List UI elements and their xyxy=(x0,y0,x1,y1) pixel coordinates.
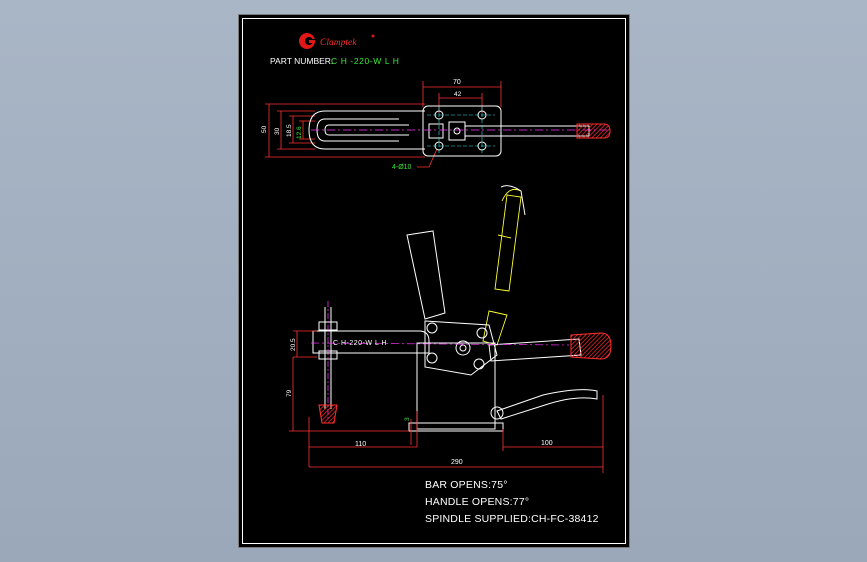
note-handle-opens: HANDLE OPENS:77° xyxy=(425,496,530,508)
dim-height-inner: 18.5 xyxy=(286,124,293,137)
logo-text: Clamptek xyxy=(320,38,357,48)
part-number-label: PART NUMBER: xyxy=(270,56,333,66)
dim-slot-width: 12.6 xyxy=(296,126,303,139)
dim-right-length: 100 xyxy=(541,440,553,447)
drawing-sheet: Clamptek PART NUMBER: C H -220-W L H xyxy=(238,14,630,548)
company-logo: Clamptek xyxy=(299,33,375,49)
dim-gap: 3 xyxy=(404,417,411,421)
spec-notes: BAR OPENS:75° HANDLE OPENS:77° SPINDLE S… xyxy=(425,477,599,528)
dim-overall-width: 70 xyxy=(453,79,461,86)
dim-hole-spacing: 42 xyxy=(454,91,462,98)
dim-height-outer: 50 xyxy=(261,125,268,133)
drawing-border xyxy=(242,18,626,544)
dim-top-height: 20.5 xyxy=(290,338,297,351)
part-number-value: C H -220-W L H xyxy=(331,56,400,66)
note-spindle: SPINDLE SUPPLIED:CH-FC-38412 xyxy=(425,513,599,525)
dim-spindle-height: 79 xyxy=(286,389,293,397)
drawing-canvas: Clamptek PART NUMBER: C H -220-W L H xyxy=(261,33,612,473)
dim-holes: 4-Ø10 xyxy=(392,164,412,171)
arm-label: C H-220-W L H xyxy=(333,340,387,347)
dim-overall-length: 290 xyxy=(451,459,463,466)
dim-left-length: 110 xyxy=(355,441,366,448)
top-view: 70 42 50 30 18.5 12.6 4-Ø10 xyxy=(261,79,611,171)
side-view: C H-220-W L H 20.5 79 3 xyxy=(286,185,612,473)
note-bar-opens: BAR OPENS:75° xyxy=(425,479,508,491)
dim-height-mid: 30 xyxy=(274,127,281,135)
